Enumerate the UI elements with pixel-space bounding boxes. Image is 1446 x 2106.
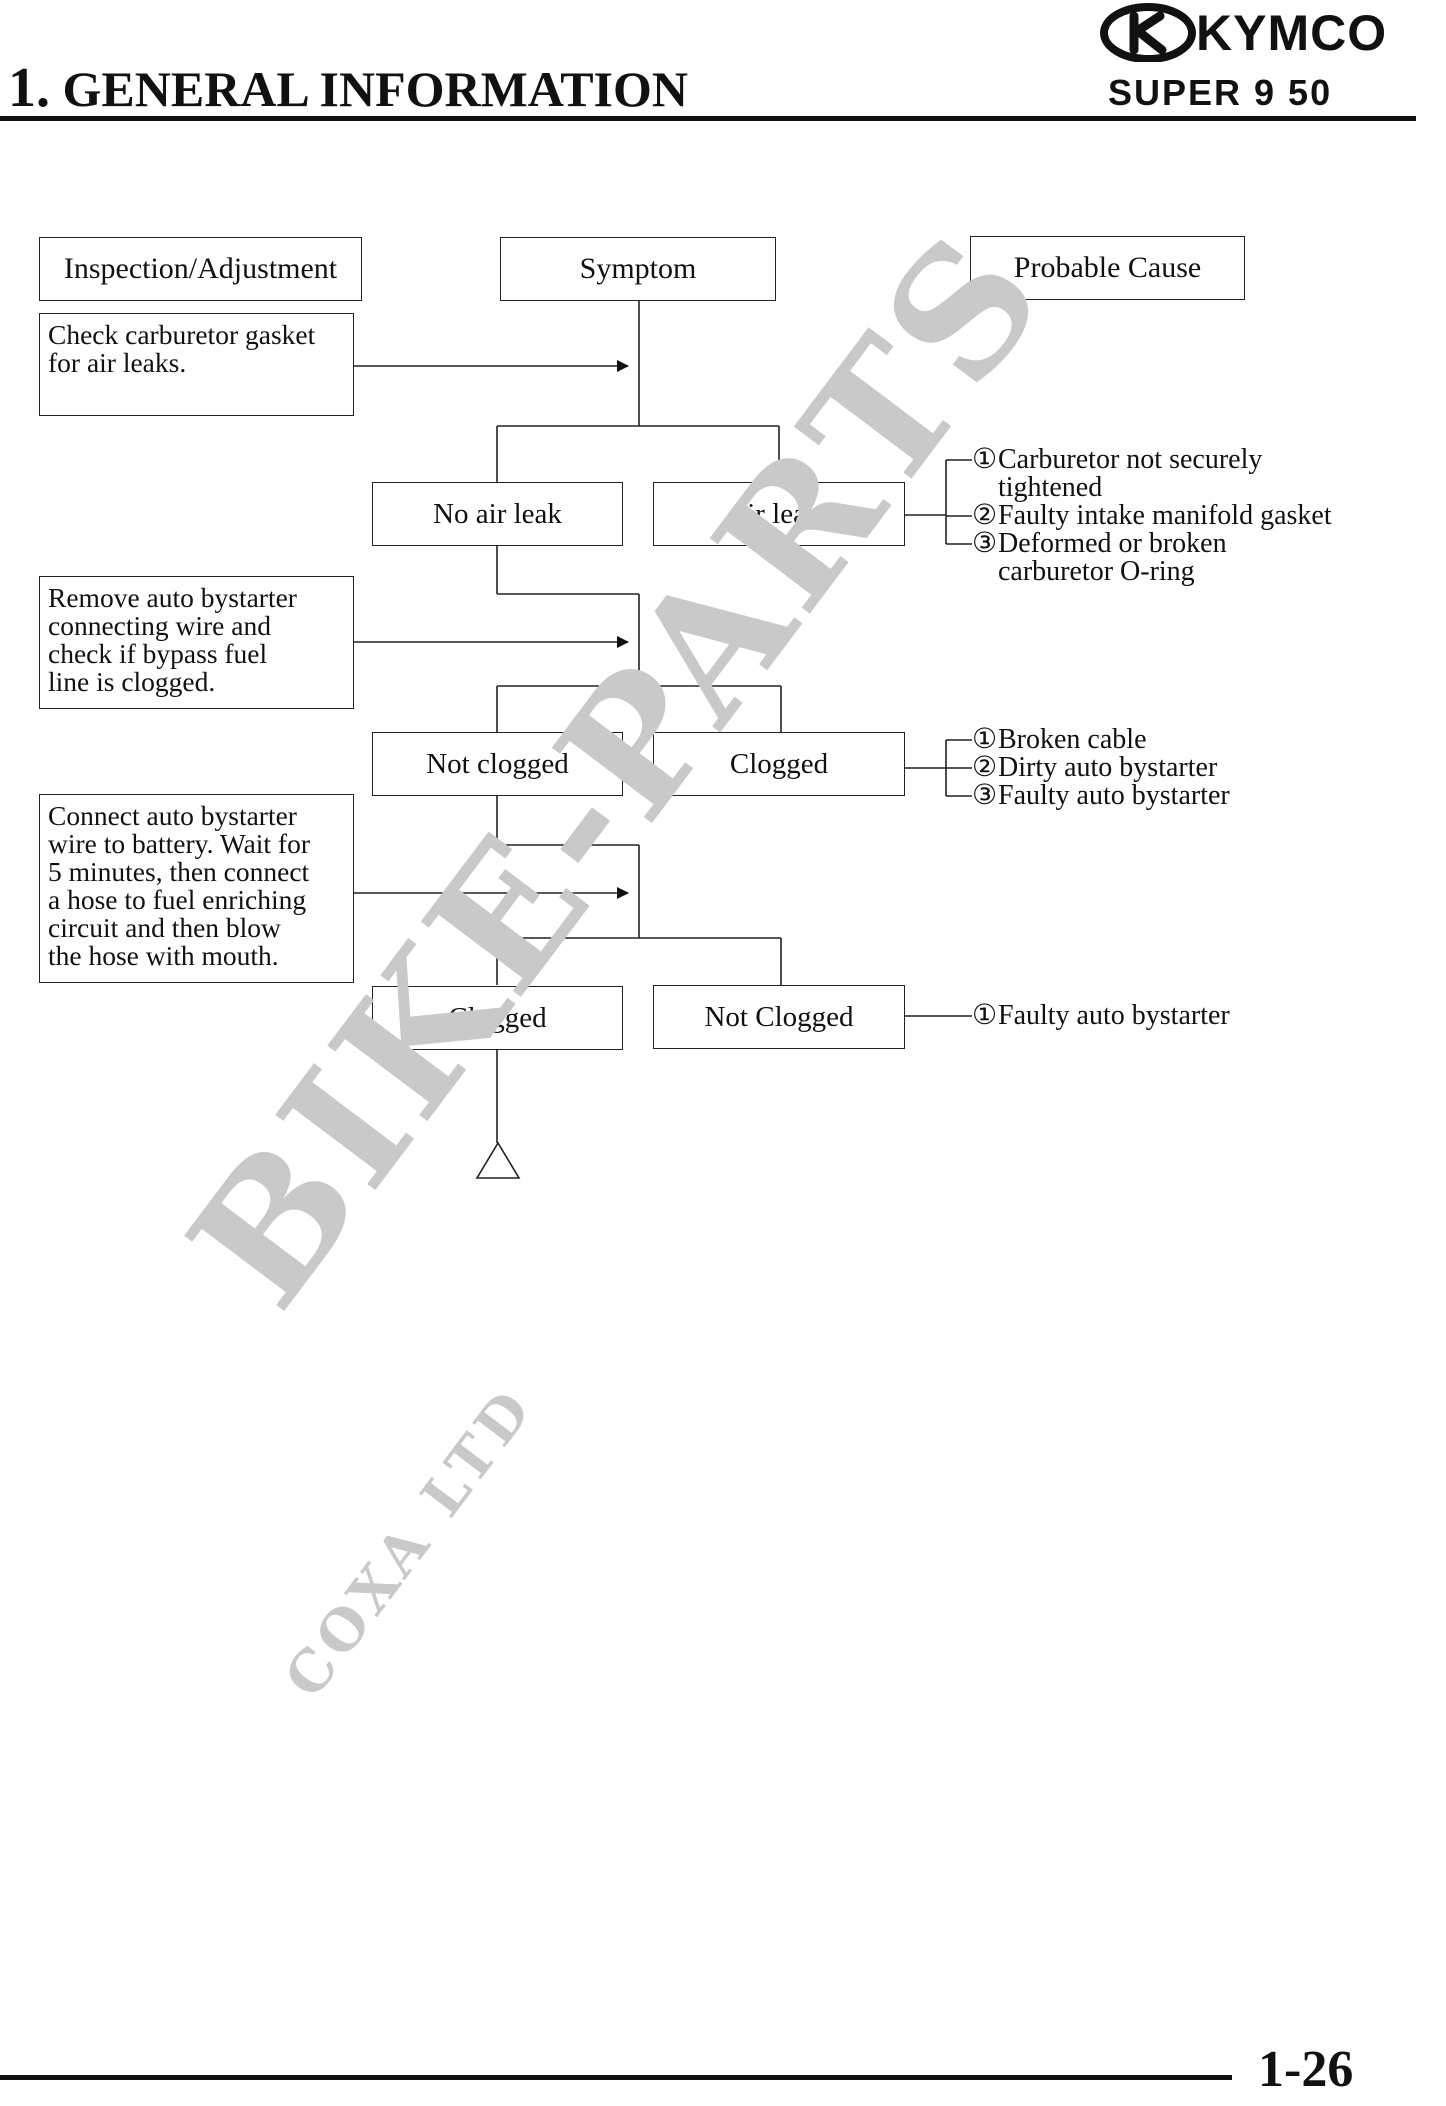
cause-marker: ① xyxy=(972,1000,998,1031)
chapter-heading: 1. GENERAL INFORMATION xyxy=(8,56,688,120)
cause-marker: ② xyxy=(972,752,998,783)
inspection-step-2: Remove auto bystarter connecting wire an… xyxy=(39,576,354,709)
header-symptom: Symptom xyxy=(500,237,776,301)
cause-marker: ③ xyxy=(972,780,998,811)
cause-item: ②Faulty intake manifold gasket xyxy=(972,502,1332,530)
symptom-not-clogged-2: Not Clogged xyxy=(653,985,905,1049)
cause-text: Deformed or broken xyxy=(998,528,1227,559)
symptom-air-leaks: Air leaks xyxy=(653,482,905,546)
continue-triangle-icon xyxy=(475,1141,521,1179)
footer-rule xyxy=(0,2075,1232,2080)
cause-text: Faulty intake manifold gasket xyxy=(998,500,1332,531)
cause-marker: ③ xyxy=(972,528,998,559)
cause-text: tightened xyxy=(998,472,1103,503)
cause-text: Faulty auto bystarter xyxy=(998,1000,1230,1031)
cause-item: ①Broken cable xyxy=(972,726,1230,754)
cause-list-2: ①Broken cable ②Dirty auto bystarter ③Fau… xyxy=(972,726,1230,810)
brand-name: KYMCO xyxy=(1196,5,1388,61)
chapter-number: 1. xyxy=(8,57,50,119)
cause-text: Faulty auto bystarter xyxy=(998,780,1230,811)
cause-item: carburetor O-ring xyxy=(972,558,1332,586)
cause-item: tightened xyxy=(972,474,1332,502)
cause-item: ②Dirty auto bystarter xyxy=(972,754,1230,782)
symptom-not-clogged: Not clogged xyxy=(372,732,623,796)
cause-item: ③Faulty auto bystarter xyxy=(972,782,1230,810)
page-number: 1-26 xyxy=(1258,2041,1354,2098)
cause-text: Broken cable xyxy=(998,724,1147,755)
kymco-logo: KYMCO xyxy=(1100,2,1440,63)
symptom-clogged-2: Clogged xyxy=(372,986,623,1050)
cause-item: ①Carburetor not securely xyxy=(972,446,1332,474)
chapter-title: GENERAL INFORMATION xyxy=(62,61,689,117)
header-probable-cause: Probable Cause xyxy=(970,236,1245,300)
cause-list-3: ①Faulty auto bystarter xyxy=(972,1002,1230,1030)
cause-item: ①Faulty auto bystarter xyxy=(972,1002,1230,1030)
cause-text: carburetor O-ring xyxy=(998,556,1195,587)
model-name: SUPER 9 50 xyxy=(1108,72,1333,113)
inspection-step-3: Connect auto bystarter wire to battery. … xyxy=(39,794,354,983)
cause-marker: ① xyxy=(972,444,998,475)
inspection-step-1: Check carburetor gasket for air leaks. xyxy=(39,313,354,416)
cause-text: Dirty auto bystarter xyxy=(998,752,1218,783)
cause-marker: ① xyxy=(972,724,998,755)
symptom-no-air-leak: No air leak xyxy=(372,482,623,546)
symptom-clogged: Clogged xyxy=(653,732,905,796)
cause-text: Carburetor not securely xyxy=(998,444,1263,475)
cause-list-1: ①Carburetor not securely tightened ②Faul… xyxy=(972,446,1332,586)
cause-marker: ② xyxy=(972,500,998,531)
kymco-emblem-icon xyxy=(1100,3,1196,63)
header-inspection: Inspection/Adjustment xyxy=(39,237,362,301)
cause-item: ③Deformed or broken xyxy=(972,530,1332,558)
header-rule xyxy=(0,116,1416,121)
